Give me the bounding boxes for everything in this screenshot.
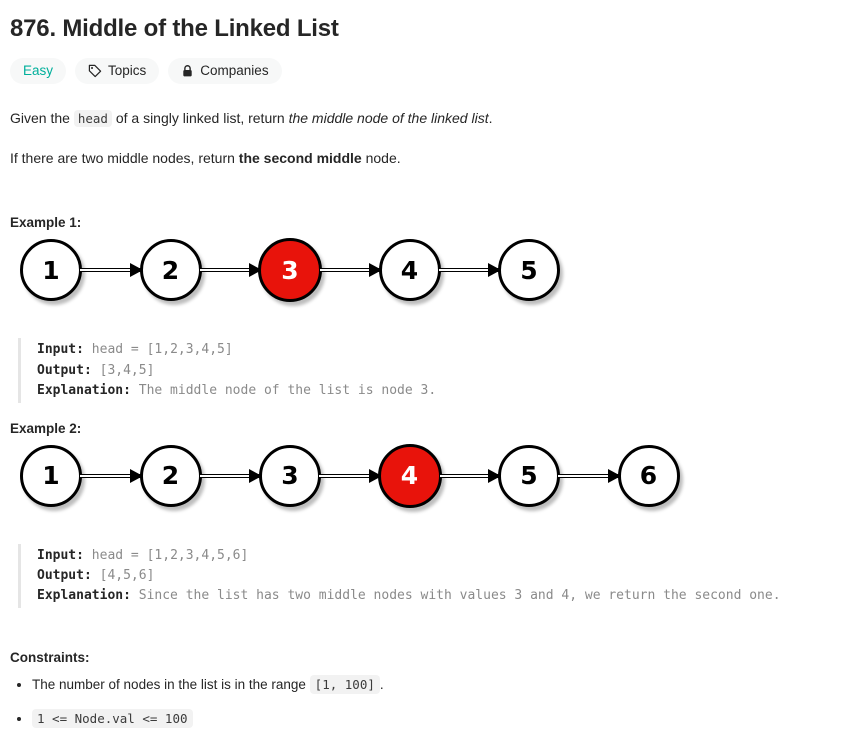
badge-row: Easy Topics Companies xyxy=(10,58,853,84)
constraints-list: The number of nodes in the list is in th… xyxy=(10,675,853,730)
difficulty-label: Easy xyxy=(23,63,54,79)
constraints-title: Constraints: xyxy=(10,650,90,666)
list-node-1: 1 xyxy=(20,444,82,507)
constraint-item: 1 <= Node.val <= 100 xyxy=(32,709,853,729)
output-value: [4,5,6] xyxy=(99,567,155,583)
list-node-6: 6 xyxy=(617,444,680,507)
companies-button[interactable]: Companies xyxy=(168,58,282,84)
constraint-text: . xyxy=(379,677,384,693)
desc-text: If there are two middle nodes, return xyxy=(10,149,239,166)
example-1-code: Input: head = [1,2,3,4,5] Output: [3,4,5… xyxy=(18,338,853,403)
example-1-input-line: Input: head = [1,2,3,4,5] xyxy=(37,340,853,360)
desc-text: node. xyxy=(361,149,401,166)
input-key: Input: xyxy=(37,547,84,563)
list-arrow xyxy=(320,263,382,278)
example-2-output-line: Output: [4,5,6] xyxy=(37,566,853,586)
explanation-key: Explanation: xyxy=(37,382,131,398)
constraint-item: The number of nodes in the list is in th… xyxy=(32,675,853,695)
difficulty-badge-easy[interactable]: Easy xyxy=(10,58,67,84)
desc-text: . xyxy=(488,110,493,126)
list-arrow xyxy=(80,468,143,483)
explanation-key: Explanation: xyxy=(37,588,131,604)
example-1-explanation-line: Explanation: The middle node of the list… xyxy=(37,381,853,401)
output-value: [3,4,5] xyxy=(99,362,155,378)
inline-code-head: head xyxy=(73,110,112,127)
desc-text: Given the xyxy=(10,110,74,126)
list-arrow xyxy=(199,263,262,278)
example-2-explanation-line: Explanation: Since the list has two midd… xyxy=(37,586,853,606)
constraint-code: [1, 100] xyxy=(309,675,380,695)
input-value: head = [1,2,3,4,5,6] xyxy=(91,547,249,563)
list-arrow xyxy=(319,468,382,483)
constraint-text: The number of nodes in the list is in th… xyxy=(32,677,310,693)
example-1-label: Example 1: xyxy=(10,215,82,231)
list-arrow xyxy=(80,263,143,278)
list-arrow xyxy=(199,468,262,483)
example-2-input-line: Input: head = [1,2,3,4,5,6] xyxy=(37,546,853,566)
example-2-label: Example 2: xyxy=(10,420,82,436)
description-paragraph-2: If there are two middle nodes, return th… xyxy=(10,148,853,170)
input-key: Input: xyxy=(37,342,84,358)
tag-icon xyxy=(88,64,102,78)
topics-button[interactable]: Topics xyxy=(75,58,160,84)
list-node-4: 4 xyxy=(378,239,441,302)
description-paragraph-1: Given the head of a singly linked list, … xyxy=(10,108,853,130)
output-key: Output: xyxy=(37,567,92,583)
desc-text: of a singly linked list, return xyxy=(111,110,289,126)
list-node-2: 2 xyxy=(139,444,202,507)
list-node-3: 3 xyxy=(258,238,322,303)
list-arrow xyxy=(438,263,501,278)
list-node-1: 1 xyxy=(20,239,82,302)
list-arrow xyxy=(439,468,501,483)
page-title: 876. Middle of the Linked List xyxy=(10,15,339,42)
constraint-code: 1 <= Node.val <= 100 xyxy=(32,709,193,729)
example-1-output-line: Output: [3,4,5] xyxy=(37,361,853,381)
explanation-value: Since the list has two middle nodes with… xyxy=(138,588,781,604)
lock-icon xyxy=(181,64,194,78)
companies-label: Companies xyxy=(200,63,269,79)
list-node-4: 4 xyxy=(377,443,442,508)
input-value: head = [1,2,3,4,5] xyxy=(91,342,233,358)
list-node-2: 2 xyxy=(139,239,202,302)
list-node-5: 5 xyxy=(498,239,560,302)
list-arrow xyxy=(558,468,621,483)
topics-label: Topics xyxy=(108,63,147,79)
list-node-5: 5 xyxy=(498,444,560,507)
example-2-code: Input: head = [1,2,3,4,5,6] Output: [4,5… xyxy=(18,543,853,609)
desc-emphasis: the middle node of the linked list xyxy=(288,110,489,126)
desc-strong: the second middle xyxy=(238,149,362,166)
explanation-value: The middle node of the list is node 3. xyxy=(138,382,437,398)
output-key: Output: xyxy=(37,362,92,378)
list-node-3: 3 xyxy=(259,444,321,507)
